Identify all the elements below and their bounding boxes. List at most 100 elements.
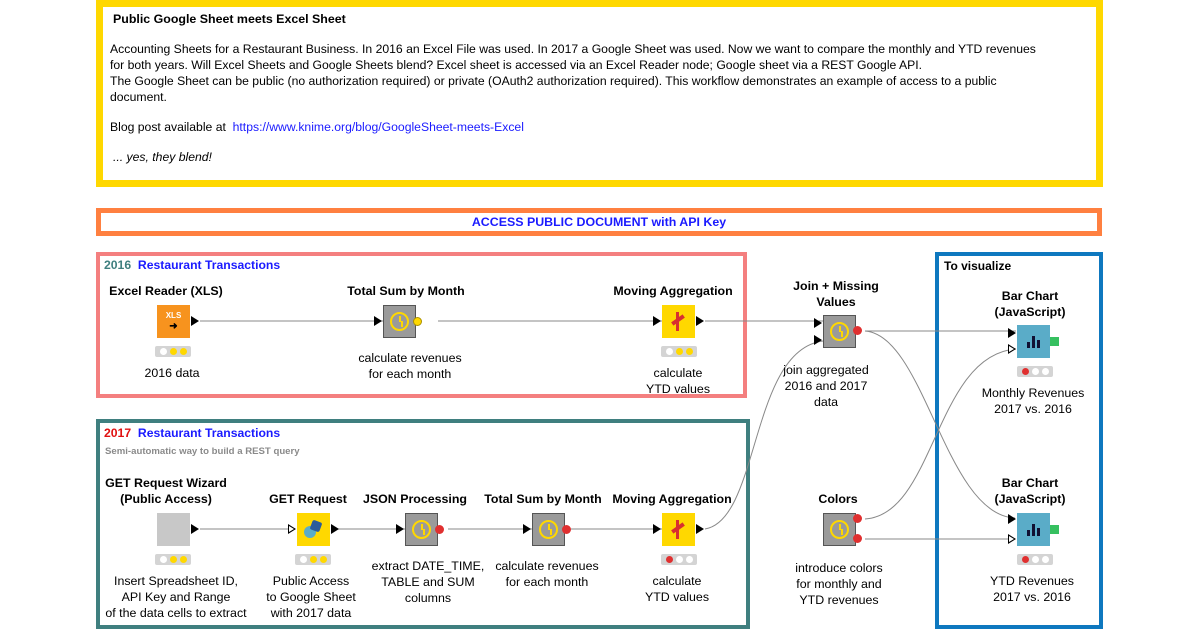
input-port[interactable] (523, 524, 531, 534)
xls-icon: XLS (165, 311, 182, 320)
box-2016 (96, 252, 747, 398)
moving-aggregation-icon (671, 312, 685, 331)
bar-ytd-node[interactable] (1008, 513, 1059, 546)
excel-reader-node[interactable]: XLS ➜ (157, 305, 199, 338)
output-port[interactable] (191, 316, 199, 326)
box-2016-label: 2016 Restaurant Transactions (104, 258, 280, 272)
clock-icon (539, 520, 558, 539)
sum-2016-node[interactable] (374, 305, 422, 338)
node-status (661, 554, 697, 565)
box-visualize (935, 252, 1103, 629)
node-status (155, 346, 191, 357)
sum-2017-title: Total Sum by Month (484, 492, 602, 506)
output-port[interactable] (562, 525, 571, 534)
node-status (295, 554, 331, 565)
bar-monthly-title: Bar Chart(JavaScript) (994, 289, 1066, 319)
node-status (1017, 554, 1053, 565)
excel-reader-desc: 2016 data (144, 366, 200, 380)
output-port[interactable] (435, 525, 444, 534)
input-port[interactable] (814, 318, 822, 328)
bar-chart-icon (1027, 524, 1041, 536)
sum-2017-node[interactable] (523, 513, 571, 546)
output-port[interactable] (696, 316, 704, 326)
connection (864, 348, 1017, 520)
output-port[interactable] (1050, 337, 1059, 346)
input-port[interactable] (1008, 534, 1016, 544)
movagg-2017-node[interactable] (653, 513, 704, 546)
description-title: Public Google Sheet meets Excel Sheet (113, 12, 346, 26)
wrapped-node-icon (157, 513, 190, 546)
year-2017: 2017 (104, 426, 132, 440)
bar-chart-icon (1027, 336, 1041, 348)
node-status (155, 554, 191, 565)
movagg-2017-title: Moving Aggregation (612, 492, 732, 506)
movagg-2016-node[interactable] (653, 305, 704, 338)
box-2017-subtitle: Semi-automatic way to build a REST query (105, 446, 300, 457)
node-status (1017, 366, 1053, 377)
output-port[interactable] (1050, 525, 1059, 534)
input-port[interactable] (653, 316, 661, 326)
get-request-node[interactable] (288, 513, 339, 546)
description-line: Accounting Sheets for a Restaurant Busin… (110, 42, 1036, 56)
bar-ytd-title: Bar Chart(JavaScript) (994, 476, 1066, 506)
input-port[interactable] (396, 524, 404, 534)
get-request-icon (304, 519, 323, 539)
moving-aggregation-icon (671, 520, 685, 539)
output-port[interactable] (696, 524, 704, 534)
output-port[interactable] (853, 326, 862, 335)
tagline: ... yes, they blend! (113, 150, 212, 164)
arrow-icon: ➜ (169, 321, 178, 332)
year-2016: 2016 (104, 258, 132, 272)
colors-node[interactable] (823, 513, 862, 546)
json-proc-node[interactable] (396, 513, 444, 546)
input-port[interactable] (1008, 344, 1016, 354)
output-port[interactable] (331, 524, 339, 534)
box-2016-title: Restaurant Transactions (137, 258, 281, 272)
description-line: The Google Sheet can be public (no autho… (110, 74, 997, 88)
blog-line: Blog post available at https://www.knime… (110, 119, 1089, 135)
output-port[interactable] (191, 524, 199, 534)
input-port[interactable] (653, 524, 661, 534)
output-port[interactable] (413, 317, 422, 326)
get-wizard-title: GET Request Wizard(Public Access) (105, 476, 227, 506)
colors-title: Colors (818, 492, 858, 506)
excel-reader-title: Excel Reader (XLS) (109, 284, 223, 298)
output-port[interactable] (853, 514, 862, 523)
description-line: for both years. Will Excel Sheets and Go… (110, 58, 923, 72)
input-port[interactable] (374, 316, 382, 326)
json-proc-title: JSON Processing (363, 492, 467, 506)
sum-2016-title: Total Sum by Month (347, 284, 465, 298)
blog-link[interactable]: https://www.knime.org/blog/GoogleSheet-m… (232, 120, 524, 134)
input-port[interactable] (1008, 514, 1016, 524)
output-port[interactable] (853, 534, 862, 543)
connection (704, 340, 824, 530)
box-2017-title: Restaurant Transactions (137, 426, 281, 440)
clock-icon (830, 322, 849, 341)
clock-icon (390, 312, 409, 331)
workflow-description: Public Google Sheet meets Excel Sheet Ac… (96, 0, 1103, 187)
movagg-2016-title: Moving Aggregation (613, 284, 733, 298)
join-node[interactable] (814, 315, 862, 348)
input-port[interactable] (1008, 328, 1016, 338)
input-port[interactable] (814, 335, 822, 345)
bar-monthly-node[interactable] (1008, 325, 1059, 358)
blog-prefix: Blog post available at (110, 120, 226, 134)
input-port[interactable] (288, 524, 296, 534)
description-line: document. (110, 90, 167, 104)
box-visualize-title: To visualize (944, 259, 1012, 273)
node-status (661, 346, 697, 357)
get-wizard-node[interactable] (157, 513, 199, 546)
